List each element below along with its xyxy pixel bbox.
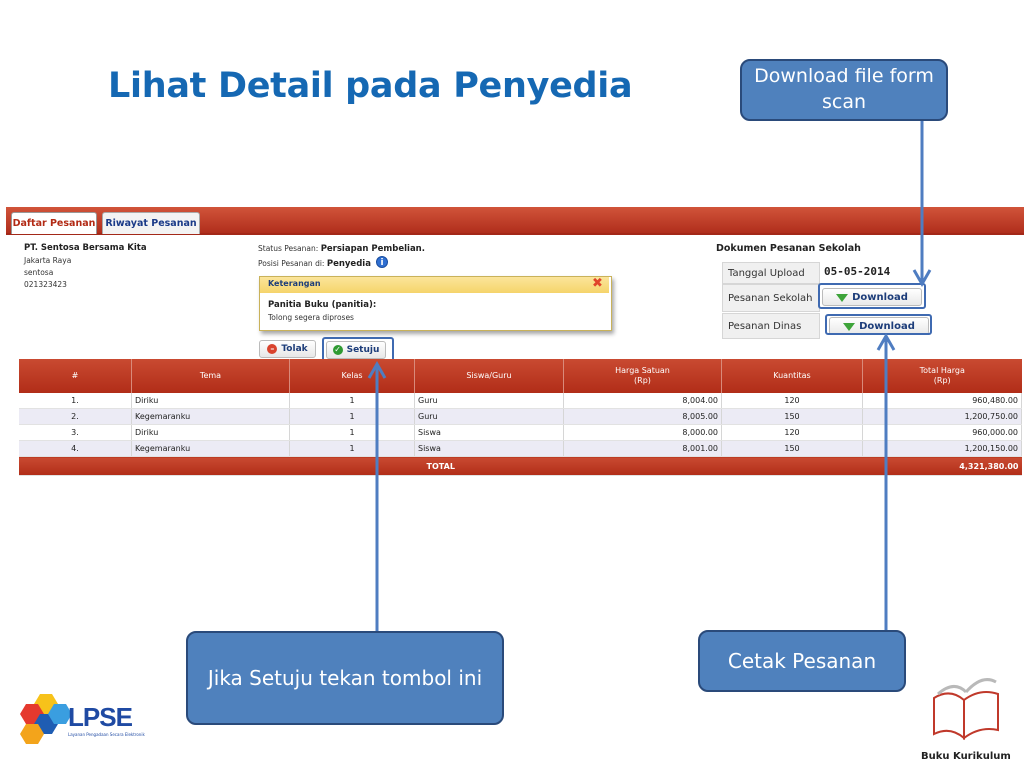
lpse-logo-icon bbox=[20, 694, 72, 744]
table-row: 1. Diriku 1 Guru 8,004.00 120 960,480.00 bbox=[19, 393, 1022, 409]
vendor-address: Jakarta Raya bbox=[24, 256, 72, 265]
cell-total-harga: 960,480.00 bbox=[862, 393, 1022, 409]
download-arrow-icon bbox=[836, 294, 849, 302]
total-label: TOTAL bbox=[19, 456, 863, 476]
check-circle-icon: ✓ bbox=[332, 345, 343, 355]
cell-tema: Diriku bbox=[131, 424, 290, 441]
lpse-logo-text: LPSE bbox=[68, 702, 133, 732]
book-label: Buku Kurikulum bbox=[921, 751, 1011, 762]
cell-kelas: 1 bbox=[289, 440, 415, 457]
minus-circle-icon: – bbox=[267, 344, 278, 354]
table-row: 4. Kegemaranku 1 Siswa 8,001.00 150 1,20… bbox=[19, 440, 1022, 457]
arrow-to-cetak bbox=[876, 332, 896, 630]
table-row: 2. Kegemaranku 1 Guru 8,005.00 150 1,200… bbox=[19, 408, 1022, 425]
download-sekolah-label: Download bbox=[852, 291, 908, 303]
book-graphic bbox=[924, 664, 1008, 744]
download-dinas-highlight bbox=[825, 314, 932, 335]
cell-harga-satuan: 8,004.00 bbox=[563, 393, 722, 409]
col-header-siswa-guru: Siswa/Guru bbox=[414, 359, 564, 393]
cell-harga-satuan: 8,001.00 bbox=[563, 440, 722, 457]
cell-harga-satuan: 8,005.00 bbox=[563, 408, 722, 425]
download-sekolah-highlight bbox=[818, 283, 926, 309]
arrow-to-download bbox=[912, 120, 932, 288]
cell-tema: Kegemaranku bbox=[131, 408, 290, 425]
posisi-value: Penyedia bbox=[326, 259, 371, 269]
close-icon[interactable]: ✖ bbox=[592, 276, 603, 291]
callout-download: Download file form scan bbox=[740, 59, 948, 121]
download-arrow-icon bbox=[843, 323, 856, 331]
cell-total-harga: 1,200,750.00 bbox=[862, 408, 1022, 425]
pesanan-dinas-label: Pesanan Dinas bbox=[722, 313, 820, 339]
cell-siswa-guru: Guru bbox=[414, 393, 564, 409]
col-header-harga-satuan: Harga Satuan (Rp) bbox=[563, 359, 722, 393]
vendor-name: PT. Sentosa Bersama Kita bbox=[24, 243, 147, 253]
cell-tema: Diriku bbox=[131, 393, 290, 409]
cell-no: 4. bbox=[19, 440, 132, 457]
vendor-user: sentosa bbox=[24, 268, 54, 277]
tab-daftar-pesanan[interactable]: Daftar Pesanan bbox=[11, 212, 97, 234]
cell-kelas: 1 bbox=[289, 408, 415, 425]
tab-riwayat-pesanan[interactable]: Riwayat Pesanan bbox=[102, 212, 200, 234]
order-table: # Tema Kelas Siswa/Guru Harga Satuan (Rp… bbox=[19, 359, 1022, 476]
col-header-kelas: Kelas bbox=[289, 359, 415, 393]
lpse-logo: LPSE Layanan Pengadaan Secara Elektronik bbox=[16, 690, 146, 750]
col-header-no: # bbox=[19, 359, 132, 393]
vendor-phone: 021323423 bbox=[24, 280, 67, 289]
slide-title: Lihat Detail pada Penyedia bbox=[108, 66, 633, 106]
cell-siswa-guru: Siswa bbox=[414, 440, 564, 457]
setuju-label: Setuju bbox=[346, 345, 380, 355]
cell-kuantitas: 150 bbox=[721, 408, 863, 425]
arrow-to-setuju bbox=[367, 360, 387, 631]
callout-cetak: Cetak Pesanan bbox=[698, 630, 906, 692]
dokumen-title: Dokumen Pesanan Sekolah bbox=[716, 243, 861, 254]
posisi-label: Posisi Pesanan di: bbox=[258, 259, 325, 268]
posisi-row: Posisi Pesanan di: Penyedia bbox=[258, 259, 371, 269]
col-header-tema: Tema bbox=[131, 359, 290, 393]
status-value: Persiapan Pembelian. bbox=[320, 244, 425, 254]
cell-no: 1. bbox=[19, 393, 132, 409]
cell-kuantitas: 120 bbox=[721, 393, 863, 409]
col-header-total-harga: Total Harga (Rp) bbox=[862, 359, 1022, 393]
cell-tema: Kegemaranku bbox=[131, 440, 290, 457]
status-label: Status Pesanan: bbox=[258, 244, 319, 253]
cell-siswa-guru: Guru bbox=[414, 408, 564, 425]
info-icon[interactable]: i bbox=[376, 256, 388, 268]
status-row: Status Pesanan: Persiapan Pembelian. bbox=[258, 244, 425, 254]
cell-kelas: 1 bbox=[289, 424, 415, 441]
callout-setuju: Jika Setuju tekan tombol ini bbox=[186, 631, 504, 725]
tolak-label: Tolak bbox=[281, 344, 308, 354]
cell-kuantitas: 150 bbox=[721, 440, 863, 457]
table-row: 3. Diriku 1 Siswa 8,000.00 120 960,000.0… bbox=[19, 424, 1022, 441]
col-header-kuantitas: Kuantitas bbox=[721, 359, 863, 393]
tolak-button[interactable]: – Tolak bbox=[259, 340, 316, 358]
setuju-button[interactable]: ✓ Setuju bbox=[326, 341, 386, 359]
keterangan-from: Panitia Buku (panitia): bbox=[268, 300, 377, 310]
total-row: TOTAL 4,321,380.00 bbox=[19, 456, 1022, 476]
tanggal-upload-value: 05-05-2014 bbox=[824, 265, 891, 278]
tanggal-upload-label: Tanggal Upload bbox=[722, 262, 820, 284]
keterangan-title: Keterangan bbox=[268, 279, 321, 288]
cell-total-harga: 1,200,150.00 bbox=[862, 440, 1022, 457]
download-dinas-label: Download bbox=[859, 320, 915, 332]
download-sekolah-button[interactable]: Download bbox=[822, 288, 922, 306]
lpse-logo-subtext: Layanan Pengadaan Secara Elektronik bbox=[68, 732, 145, 737]
cell-total-harga: 960,000.00 bbox=[862, 424, 1022, 441]
cell-harga-satuan: 8,000.00 bbox=[563, 424, 722, 441]
keterangan-header bbox=[260, 277, 609, 293]
total-value: 4,321,380.00 bbox=[862, 456, 1022, 476]
cell-siswa-guru: Siswa bbox=[414, 424, 564, 441]
cell-kuantitas: 120 bbox=[721, 424, 863, 441]
keterangan-message: Tolong segera diproses bbox=[268, 313, 354, 322]
open-book-icon bbox=[933, 678, 999, 741]
cell-no: 3. bbox=[19, 424, 132, 441]
cell-kelas: 1 bbox=[289, 393, 415, 409]
cell-no: 2. bbox=[19, 408, 132, 425]
